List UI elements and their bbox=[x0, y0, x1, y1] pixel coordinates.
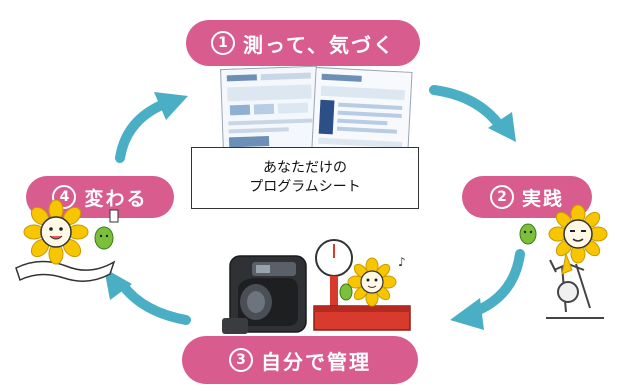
arrow-step3-to-step4 bbox=[104, 268, 191, 325]
step-2-label: 実践 bbox=[521, 187, 564, 210]
step-1-pill: 1 測って、気づく bbox=[186, 20, 420, 66]
svg-text:♪: ♪ bbox=[398, 255, 406, 269]
arrow-step1-to-step2 bbox=[429, 85, 516, 142]
blood-pressure-monitor-icon bbox=[222, 255, 307, 334]
program-sheet-thumbnails bbox=[220, 65, 413, 155]
step-3-pill: 3 自分で管理 bbox=[182, 336, 418, 384]
sunflower-exercise-bike-icon bbox=[519, 204, 608, 319]
step-3-number: 3 bbox=[229, 348, 253, 372]
sunflower-ribbon-mascot-icon bbox=[15, 200, 119, 282]
step-1-label: 測って、気づく bbox=[243, 32, 395, 57]
arrow-step4-to-step1 bbox=[115, 92, 188, 163]
step-3-label: 自分で管理 bbox=[261, 349, 371, 374]
step-2-pill: 2 実践 bbox=[462, 176, 592, 218]
step-4-pill: 4 変わる bbox=[26, 176, 174, 218]
step-1-number: 1 bbox=[211, 31, 235, 55]
step-4-label: 変わる bbox=[84, 187, 148, 210]
program-sheet-label: あなただけの プログラムシート bbox=[191, 147, 419, 209]
step-4-number: 4 bbox=[52, 185, 77, 209]
step-2-number: 2 bbox=[489, 185, 514, 209]
sunflower-scale-icon: ♪ bbox=[313, 239, 411, 331]
arrow-step2-to-step3 bbox=[450, 249, 525, 330]
program-sheet-line2: プログラムシート bbox=[249, 179, 361, 195]
program-sheet-line1: あなただけの bbox=[263, 160, 347, 176]
